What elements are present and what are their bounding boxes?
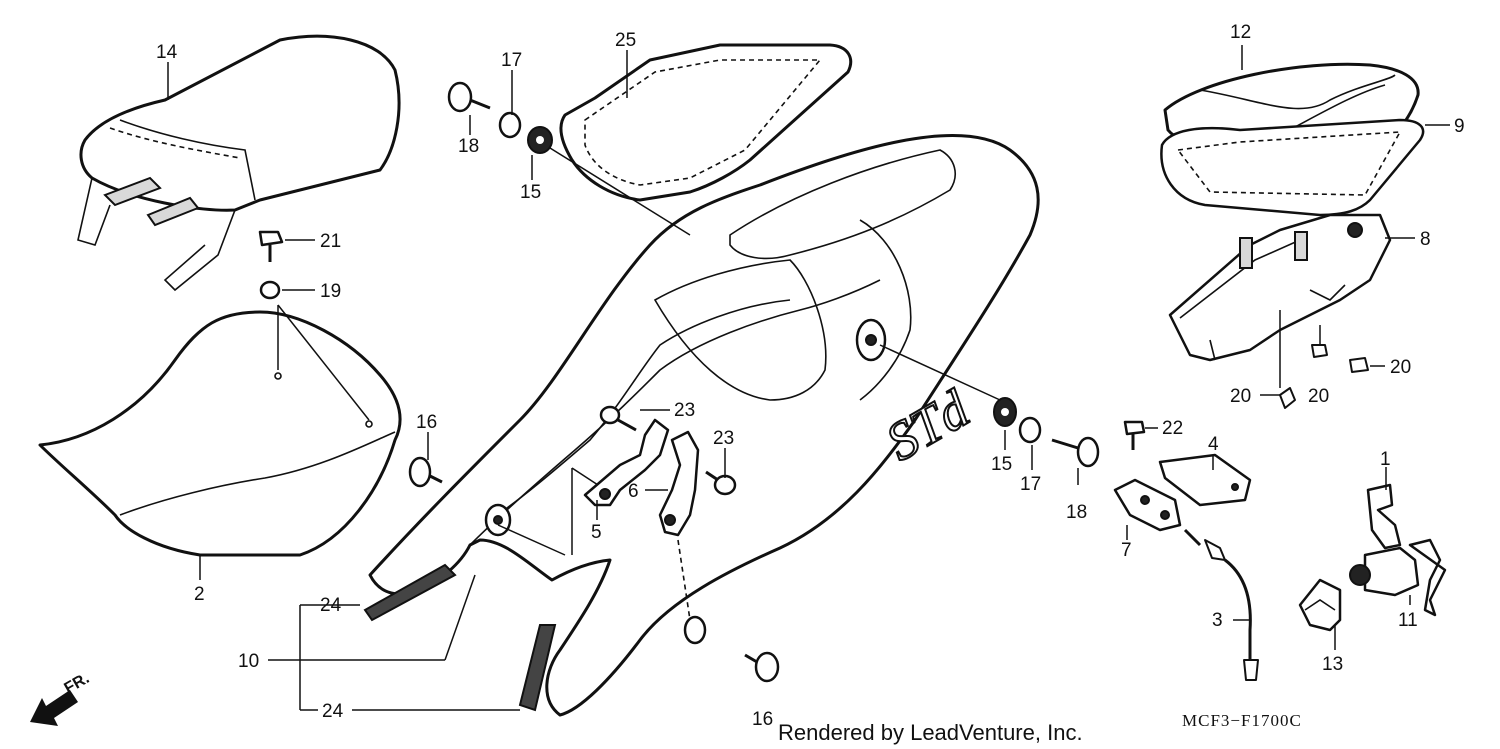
- callout-3: 3: [1212, 610, 1223, 631]
- callout-2: 2: [194, 584, 205, 605]
- bolt-part-20-c[interactable]: [1349, 357, 1369, 373]
- diagram-code: MCF3−F1700C: [1182, 711, 1302, 730]
- tray-bracket-part-8[interactable]: [1168, 213, 1392, 362]
- callout-17-right: 17: [1020, 474, 1041, 495]
- callout-24-upper: 24: [320, 595, 342, 616]
- bolt-part-20-b[interactable]: [1311, 344, 1328, 358]
- callout-20-c: 20: [1390, 357, 1411, 378]
- clip-part-1[interactable]: [1366, 483, 1402, 550]
- callout-7: 7: [1121, 540, 1132, 561]
- callout-24-lower: 24: [322, 701, 344, 722]
- seal-part-9[interactable]: [1160, 118, 1425, 217]
- bracket-part-6[interactable]: [658, 430, 700, 537]
- callout-20-b: 20: [1308, 386, 1329, 407]
- callout-16-lower: 16: [752, 709, 773, 730]
- seal-part-25[interactable]: [559, 43, 853, 202]
- callout-15-upper: 15: [520, 182, 541, 203]
- strip-part-24-upper[interactable]: [363, 563, 457, 622]
- grommet-part-15-upper[interactable]: [527, 126, 553, 154]
- callout-15-right: 15: [991, 454, 1012, 475]
- bolt-part-22[interactable]: [1123, 420, 1146, 450]
- callout-20-a: 20: [1230, 386, 1251, 407]
- callout-16-left: 16: [416, 412, 437, 433]
- passenger-seat-part-14[interactable]: [77, 34, 401, 292]
- callout-19: 19: [320, 281, 341, 302]
- lock-bracket-part-13[interactable]: [1298, 578, 1342, 632]
- rider-seat-part-2[interactable]: [38, 310, 402, 557]
- callout-22: 22: [1162, 418, 1183, 439]
- collar-part-17-right[interactable]: [1018, 416, 1042, 444]
- callout-4: 4: [1208, 434, 1219, 455]
- callout-25: 25: [615, 30, 636, 51]
- rear-cowl-part-10[interactable]: STd: [368, 134, 1040, 717]
- bolt-part-18-upper[interactable]: [447, 81, 491, 113]
- cable-part-3[interactable]: [1183, 528, 1259, 681]
- plate-part-4[interactable]: [1158, 453, 1252, 507]
- callout-13: 13: [1322, 654, 1343, 675]
- seat-lock-part-11[interactable]: [1349, 538, 1447, 617]
- callout-14: 14: [156, 42, 178, 63]
- bracket-part-5[interactable]: [583, 418, 670, 507]
- nut-part-19[interactable]: [259, 280, 281, 300]
- leader-lines: [167, 45, 1450, 711]
- rendered-by-credit: Rendered by LeadVenture, Inc.: [778, 720, 1083, 745]
- callout-23-lower: 23: [713, 428, 734, 449]
- callout-17-upper: 17: [501, 50, 522, 71]
- front-direction-indicator: FR.: [30, 670, 92, 726]
- callout-1: 1: [1380, 449, 1391, 470]
- callout-6: 6: [628, 481, 639, 502]
- callout-10: 10: [238, 651, 259, 672]
- grommet-part-15-right[interactable]: [993, 397, 1017, 427]
- callout-23-upper: 23: [674, 400, 695, 421]
- callout-9: 9: [1454, 116, 1465, 137]
- bolt-part-23-upper[interactable]: [599, 405, 637, 432]
- bolt-part-18-right[interactable]: [1051, 436, 1100, 468]
- latch-part-7[interactable]: [1113, 478, 1182, 532]
- callout-5: 5: [591, 522, 602, 543]
- callout-8: 8: [1420, 229, 1431, 250]
- bolt-part-20-a[interactable]: [1279, 387, 1296, 409]
- bolt-part-21[interactable]: [258, 230, 284, 262]
- front-arrow-icon: [30, 690, 78, 726]
- callout-18-upper: 18: [458, 136, 479, 157]
- callout-11: 11: [1398, 610, 1418, 631]
- callout-labels: 14 21 19 2 16 17 18 15 25 23 23 5 6 24 1…: [156, 22, 1465, 730]
- callout-18-right: 18: [1066, 502, 1087, 523]
- callout-21: 21: [320, 231, 341, 252]
- callout-12: 12: [1230, 22, 1251, 43]
- strip-part-24-lower[interactable]: [518, 624, 557, 712]
- bolt-part-16-lower[interactable]: [744, 651, 780, 683]
- collar-part-17-upper[interactable]: [498, 111, 522, 139]
- bolt-part-16-left[interactable]: [408, 456, 443, 488]
